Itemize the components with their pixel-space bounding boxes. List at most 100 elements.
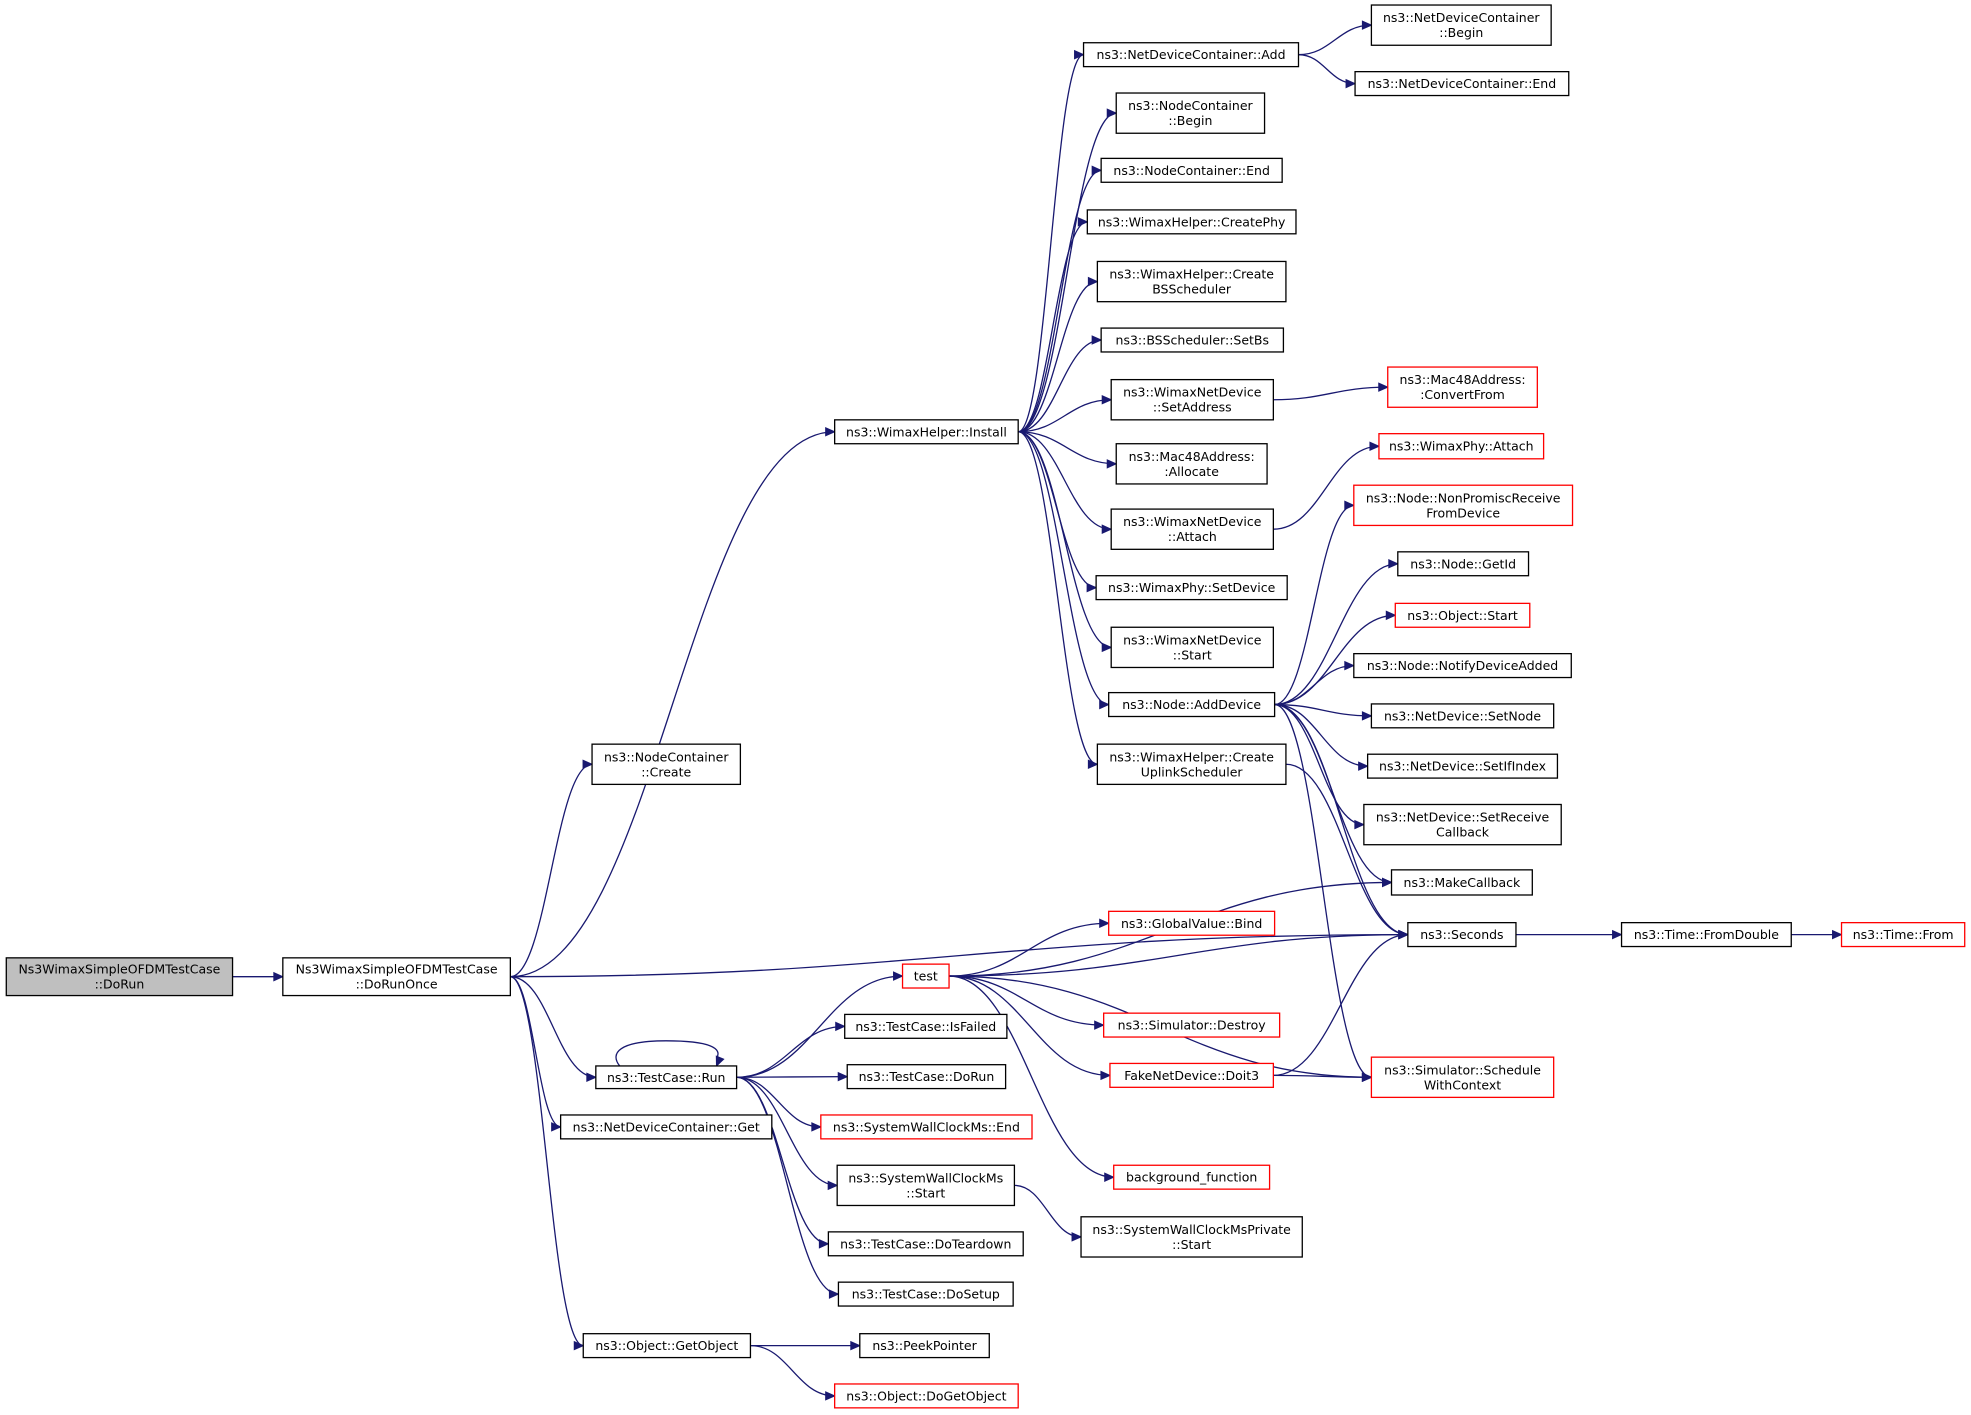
node-label: ns3::Mac48Address: — [1400, 372, 1526, 387]
node-label: ns3::Time::FromDouble — [1634, 927, 1779, 942]
edge-wh_install-to-wh_createuplink — [1018, 431, 1099, 770]
edge-line — [1274, 664, 1354, 706]
node-time_fromdouble[interactable]: ns3::Time::FromDouble — [1620, 921, 1792, 948]
node-obj_dogetobject[interactable]: ns3::Object::DoGetObject — [834, 1383, 1019, 1409]
node-obj_getobject[interactable]: ns3::Object::GetObject — [582, 1333, 752, 1359]
node-wphy_setdevice[interactable]: ns3::WimaxPhy::SetDevice — [1095, 575, 1288, 601]
node-nc_create[interactable]: ns3::NodeContainer::Create — [591, 743, 742, 786]
node-dorun_root[interactable]: Ns3WimaxSimpleOFDMTestCase::DoRun — [5, 957, 234, 997]
node-ndc_end[interactable]: ns3::NetDeviceContainer::End — [1354, 70, 1570, 97]
node-gv_bind[interactable]: ns3::GlobalValue::Bind — [1108, 910, 1276, 936]
node-dorunonce[interactable]: Ns3WimaxSimpleOFDMTestCase::DoRunOnce — [282, 957, 511, 997]
edge-arrowhead — [1361, 20, 1373, 30]
node-label: Ns3WimaxSimpleOFDMTestCase — [18, 962, 220, 977]
node-obj_start[interactable]: ns3::Object::Start — [1394, 602, 1531, 628]
node-swc_end[interactable]: ns3::SystemWallClockMs::End — [820, 1114, 1033, 1140]
node-label: ::Create — [641, 764, 691, 779]
edge-arrowhead — [715, 1055, 725, 1068]
node-tc_doteardown[interactable]: ns3::TestCase::DoTeardown — [827, 1231, 1024, 1257]
edge-line — [736, 975, 903, 1078]
node-wh_createphy[interactable]: ns3::WimaxHelper::CreatePhy — [1086, 209, 1297, 235]
edge-line — [1014, 1184, 1082, 1238]
node-test[interactable]: test — [901, 963, 950, 989]
node-box — [859, 1333, 990, 1359]
edge-line — [949, 922, 1109, 977]
node-wnd_setaddress[interactable]: ns3::WimaxNetDevice::SetAddress — [1110, 378, 1275, 421]
edge-line — [949, 975, 1114, 1178]
edge-wh_install-to-mac_allocate — [1018, 431, 1118, 469]
node-swcp_start[interactable]: ns3::SystemWallClockMsPrivate::Start — [1080, 1216, 1303, 1258]
edge-seconds-to-time_fromdouble — [1515, 929, 1623, 940]
node-wphy_attach[interactable]: ns3::WimaxPhy::Attach — [1378, 433, 1545, 460]
node-wh_install[interactable]: ns3::WimaxHelper::Install — [834, 419, 1019, 445]
node-ndc_add[interactable]: ns3::NetDeviceContainer::Add — [1082, 42, 1300, 68]
edge-arrowhead — [1361, 1072, 1373, 1083]
node-makecallback[interactable]: ns3::MakeCallback — [1390, 869, 1533, 896]
node-label: ns3::GlobalValue::Bind — [1121, 916, 1262, 931]
node-seconds[interactable]: ns3::Seconds — [1407, 921, 1517, 948]
edge-wh_install-to-wnd_start — [1018, 431, 1113, 653]
edge-obj_getobject-to-peekpointer — [750, 1340, 862, 1351]
node-box — [1354, 70, 1570, 97]
node-peekpointer[interactable]: ns3::PeekPointer — [859, 1333, 990, 1359]
node-node_getid[interactable]: ns3::Node::GetId — [1397, 551, 1530, 577]
node-box — [1370, 4, 1552, 46]
edge-line — [1285, 763, 1408, 936]
node-swc_start[interactable]: ns3::SystemWallClockMs::Start — [836, 1164, 1016, 1207]
edge-arrowhead — [1100, 1070, 1112, 1081]
node-box — [1397, 551, 1530, 577]
node-bss_setbs[interactable]: ns3::BSScheduler::SetBs — [1100, 327, 1285, 353]
edge-line — [1274, 563, 1398, 706]
node-fake_doit3[interactable]: FakeNetDevice::Doit3 — [1109, 1062, 1275, 1088]
edge-arrowhead — [586, 1072, 598, 1083]
edge-arrowhead — [1104, 1172, 1115, 1182]
node-nd_setnode[interactable]: ns3::NetDevice::SetNode — [1370, 703, 1555, 729]
node-time_from[interactable]: ns3::Time::From — [1840, 921, 1966, 948]
node-wnd_start[interactable]: ns3::WimaxNetDevice::Start — [1110, 626, 1275, 669]
edge-line — [1273, 933, 1408, 1077]
node-label: BSScheduler — [1152, 282, 1232, 297]
node-nc_end[interactable]: ns3::NodeContainer::End — [1100, 157, 1283, 183]
edge-arrowhead — [1077, 217, 1089, 227]
edge-line — [1298, 54, 1356, 85]
node-sim_destroy[interactable]: ns3::Simulator::Destroy — [1103, 1012, 1281, 1038]
edge-arrowhead — [1101, 394, 1113, 405]
node-box — [1110, 626, 1275, 669]
edge-dorunonce-to-wh_install — [510, 427, 836, 978]
node-mac_allocate[interactable]: ns3::Mac48Address::Allocate — [1115, 443, 1268, 485]
node-wnd_attach[interactable]: ns3::WimaxNetDevice::Attach — [1110, 508, 1275, 550]
node-tc_dosetup[interactable]: ns3::TestCase::DoSetup — [837, 1281, 1014, 1307]
node-label: ns3::NetDevice::SetIfIndex — [1379, 759, 1546, 774]
edge-line — [1018, 431, 1112, 530]
node-box — [1086, 209, 1297, 235]
node-node_notify[interactable]: ns3::Node::NotifyDeviceAdded — [1353, 652, 1572, 679]
node-label: ::Begin — [1168, 113, 1212, 128]
node-bg_function[interactable]: background_function — [1113, 1164, 1271, 1190]
node-ndc_get[interactable]: ns3::NetDeviceContainer::Get — [559, 1114, 773, 1140]
node-mac_convert[interactable]: ns3::Mac48Address::ConvertFrom — [1387, 366, 1538, 408]
node-nc_begin[interactable]: ns3::NodeContainer::Begin — [1115, 92, 1266, 134]
edge-arrowhead — [1087, 759, 1099, 770]
node-box — [1378, 433, 1545, 460]
node-node_adddevice[interactable]: ns3::Node::AddDevice — [1108, 691, 1276, 718]
edge-line — [1018, 431, 1117, 465]
node-box — [282, 957, 511, 997]
node-tc_run[interactable]: ns3::TestCase::Run — [595, 1065, 738, 1090]
node-tc_isfailed[interactable]: ns3::TestCase::IsFailed — [844, 1013, 1008, 1039]
node-label: Ns3WimaxSimpleOFDMTestCase — [296, 962, 498, 977]
edge-arrowhead — [1071, 1232, 1083, 1242]
node-ndc_begin[interactable]: ns3::NetDeviceContainer::Begin — [1370, 4, 1552, 46]
node-label: ns3::Node::AddDevice — [1122, 697, 1261, 712]
node-nd_setifindex[interactable]: ns3::NetDevice::SetIfIndex — [1366, 753, 1559, 779]
node-label: ns3::TestCase::DoRun — [859, 1069, 995, 1084]
edge-line — [510, 431, 835, 978]
edge-wh_install-to-ndc_add — [1017, 49, 1085, 433]
edge-tc_run-to-tc_dosetup — [736, 1076, 840, 1299]
node-label: UplinkScheduler — [1141, 764, 1244, 779]
node-tc_dorun[interactable]: ns3::TestCase::DoRun — [846, 1064, 1007, 1090]
